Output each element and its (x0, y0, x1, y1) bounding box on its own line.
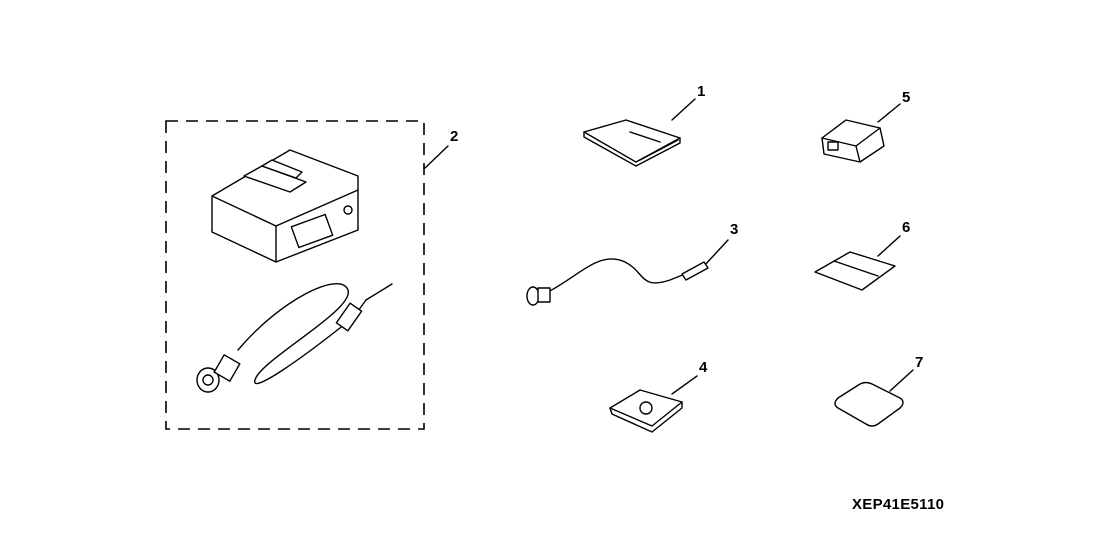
card-illustration (814, 251, 896, 291)
callout-6: 6 (902, 219, 911, 236)
booklet-illustration (583, 119, 681, 167)
callout-2: 2 (450, 128, 459, 145)
leader-2 (424, 145, 449, 169)
callout-7: 7 (915, 354, 924, 371)
leader-4 (671, 375, 698, 395)
control-unit-illustration (211, 149, 359, 263)
callout-3: 3 (730, 221, 739, 238)
leader-5 (877, 103, 901, 123)
sticker-illustration (834, 381, 904, 427)
leader-6 (877, 235, 901, 257)
connector-illustration (821, 119, 885, 163)
pad-illustration (609, 389, 683, 433)
leader-3 (703, 239, 729, 267)
sensor-cable-illustration (526, 258, 709, 306)
leader-1 (671, 98, 696, 121)
callout-5: 5 (902, 89, 911, 106)
kit-dashed-box (165, 120, 425, 430)
callout-1: 1 (697, 83, 706, 100)
kit-cable-illustration (196, 283, 393, 393)
callout-4: 4 (699, 359, 708, 376)
leader-7 (889, 369, 914, 392)
leader-lines (424, 98, 914, 395)
diagram-code: XEP41E5110 (852, 496, 945, 513)
